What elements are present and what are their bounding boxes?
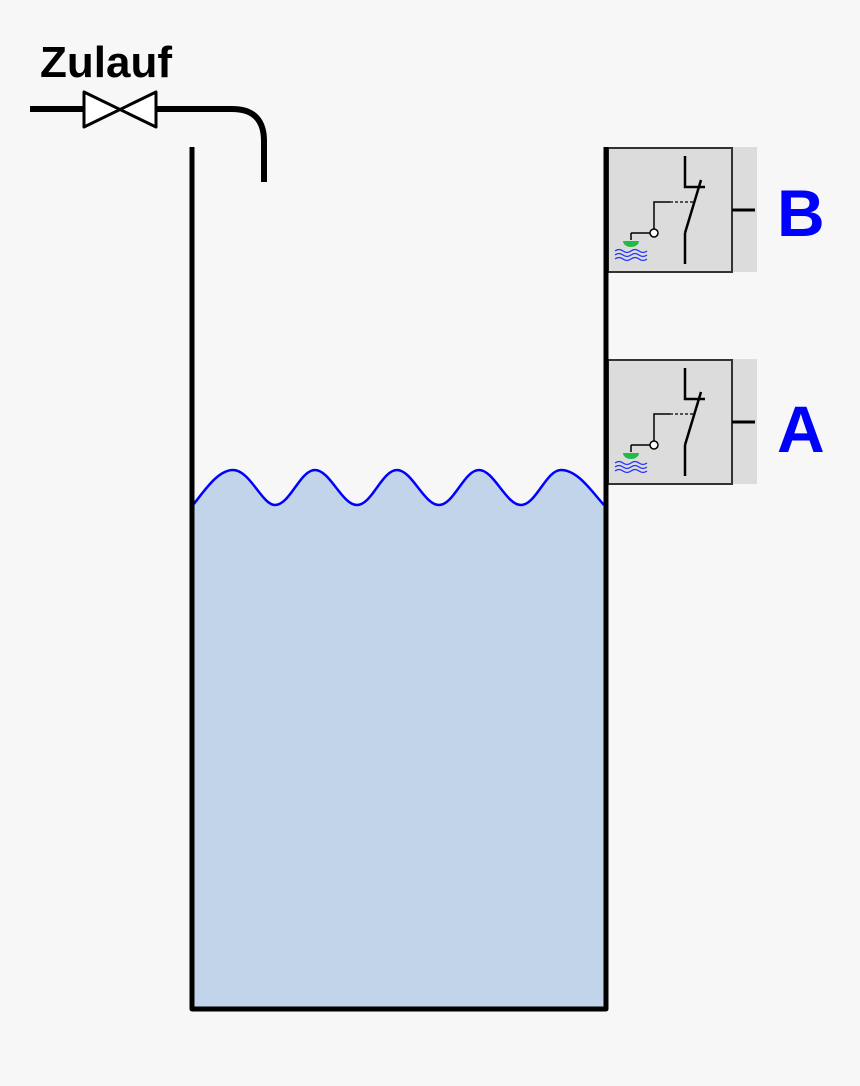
level-switch-b[interactable]: B: [607, 147, 825, 273]
float-icon: [623, 453, 639, 459]
sensor-a-label: A: [777, 392, 825, 466]
sensor-b-label: B: [777, 176, 825, 250]
float-icon: [623, 241, 639, 247]
water-body: [193, 470, 604, 1008]
inlet-pipe: [30, 106, 267, 182]
water-waves-icon: [614, 460, 648, 474]
water-surface-wave: [192, 468, 605, 507]
valve-icon[interactable]: [82, 90, 158, 129]
switch-contact-icon: [630, 156, 705, 264]
level-switch-a[interactable]: A: [607, 359, 825, 485]
switch-contact-icon: [630, 368, 705, 476]
water-waves-icon: [614, 248, 648, 262]
inlet-label: Zulauf: [40, 38, 172, 87]
